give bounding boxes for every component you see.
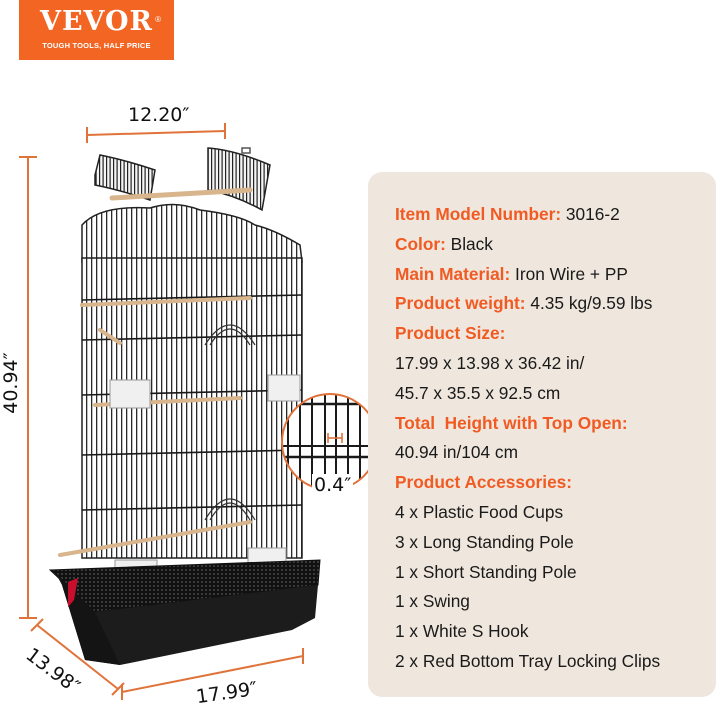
vevor-logo: VEVOR® TOUGH TOOLS, HALF PRICE bbox=[19, 0, 174, 60]
spec-size-heading: Product Size: bbox=[395, 323, 506, 344]
brand-tagline: TOUGH TOOLS, HALF PRICE bbox=[42, 41, 151, 50]
accessory-item: 4 x Plastic Food Cups bbox=[395, 501, 564, 522]
bar-spacing-label: 0.4″ bbox=[312, 474, 354, 496]
accessory-item: 3 x Long Standing Pole bbox=[395, 531, 574, 552]
spec-weight: Product weight: 4.35 kg/9.59 lbs bbox=[395, 293, 653, 314]
spec-material: Main Material: Iron Wire + PP bbox=[395, 263, 628, 284]
accessory-item: 1 x White S Hook bbox=[395, 621, 529, 642]
spec-panel: Item Model Number: 3016-2 Color: Black M… bbox=[368, 172, 716, 697]
accessory-item: 1 x Swing bbox=[395, 591, 470, 612]
height-label: 40.94″ bbox=[0, 352, 22, 414]
spec-accessories-heading: Product Accessories: bbox=[395, 472, 573, 493]
spec-open-height-value: 40.94 in/104 cm bbox=[395, 442, 518, 463]
accessory-item: 2 x Red Bottom Tray Locking Clips bbox=[395, 650, 661, 671]
bird-cage-image bbox=[19, 123, 379, 700]
spec-size-metric: 45.7 x 35.5 x 92.5 cm bbox=[395, 382, 561, 403]
top-width-label: 12.20″ bbox=[128, 104, 190, 126]
spec-open-height-heading: Total Height with Top Open: bbox=[395, 412, 628, 433]
spec-model: Item Model Number: 3016-2 bbox=[395, 204, 620, 224]
spec-size-imperial: 17.99 x 13.98 x 36.42 in/ bbox=[395, 352, 585, 373]
spec-color: Color: Black bbox=[395, 233, 493, 254]
brand-name: VEVOR® bbox=[40, 6, 162, 37]
registered-mark: ® bbox=[155, 15, 162, 24]
dimension-lines bbox=[19, 123, 304, 700]
accessory-item: 1 x Short Standing Pole bbox=[395, 561, 577, 582]
